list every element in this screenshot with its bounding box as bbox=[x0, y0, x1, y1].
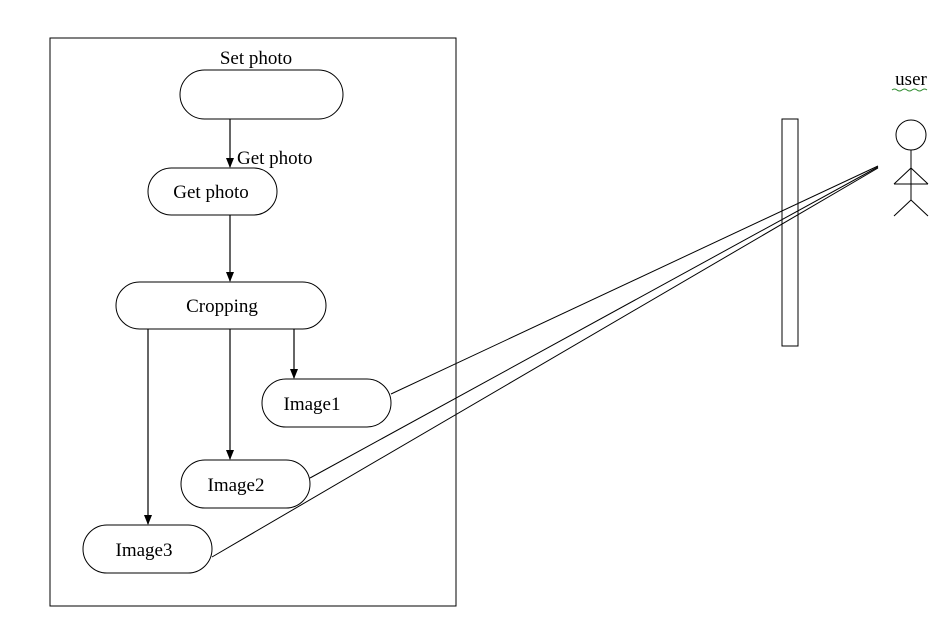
edge-get-photo-label: Get photo bbox=[237, 148, 312, 169]
node-image1-label: Image1 bbox=[284, 394, 341, 415]
actor-user-icon[interactable] bbox=[893, 119, 929, 217]
node-image3[interactable]: Image3 bbox=[82, 524, 213, 574]
spellcheck-underline bbox=[891, 88, 928, 92]
node-image1[interactable]: Image1 bbox=[261, 378, 392, 428]
node-get-photo-label: Get photo bbox=[173, 182, 248, 203]
interface-bar bbox=[781, 118, 799, 347]
set-photo-title: Set photo bbox=[220, 48, 292, 69]
system-boundary bbox=[49, 37, 457, 607]
node-image3-label: Image3 bbox=[116, 540, 173, 561]
connection-image1-user bbox=[390, 165, 879, 395]
node-cropping[interactable]: Cropping bbox=[115, 281, 327, 330]
connection-image2-user bbox=[309, 166, 879, 479]
actor-user-label: user bbox=[895, 69, 927, 90]
node-image2[interactable]: Image2 bbox=[180, 459, 311, 509]
node-image2-label: Image2 bbox=[208, 475, 265, 496]
node-get-photo[interactable]: Get photo bbox=[147, 167, 278, 216]
node-set-photo[interactable] bbox=[179, 69, 344, 120]
node-cropping-label: Cropping bbox=[186, 296, 258, 317]
connection-image3-user bbox=[211, 167, 879, 558]
